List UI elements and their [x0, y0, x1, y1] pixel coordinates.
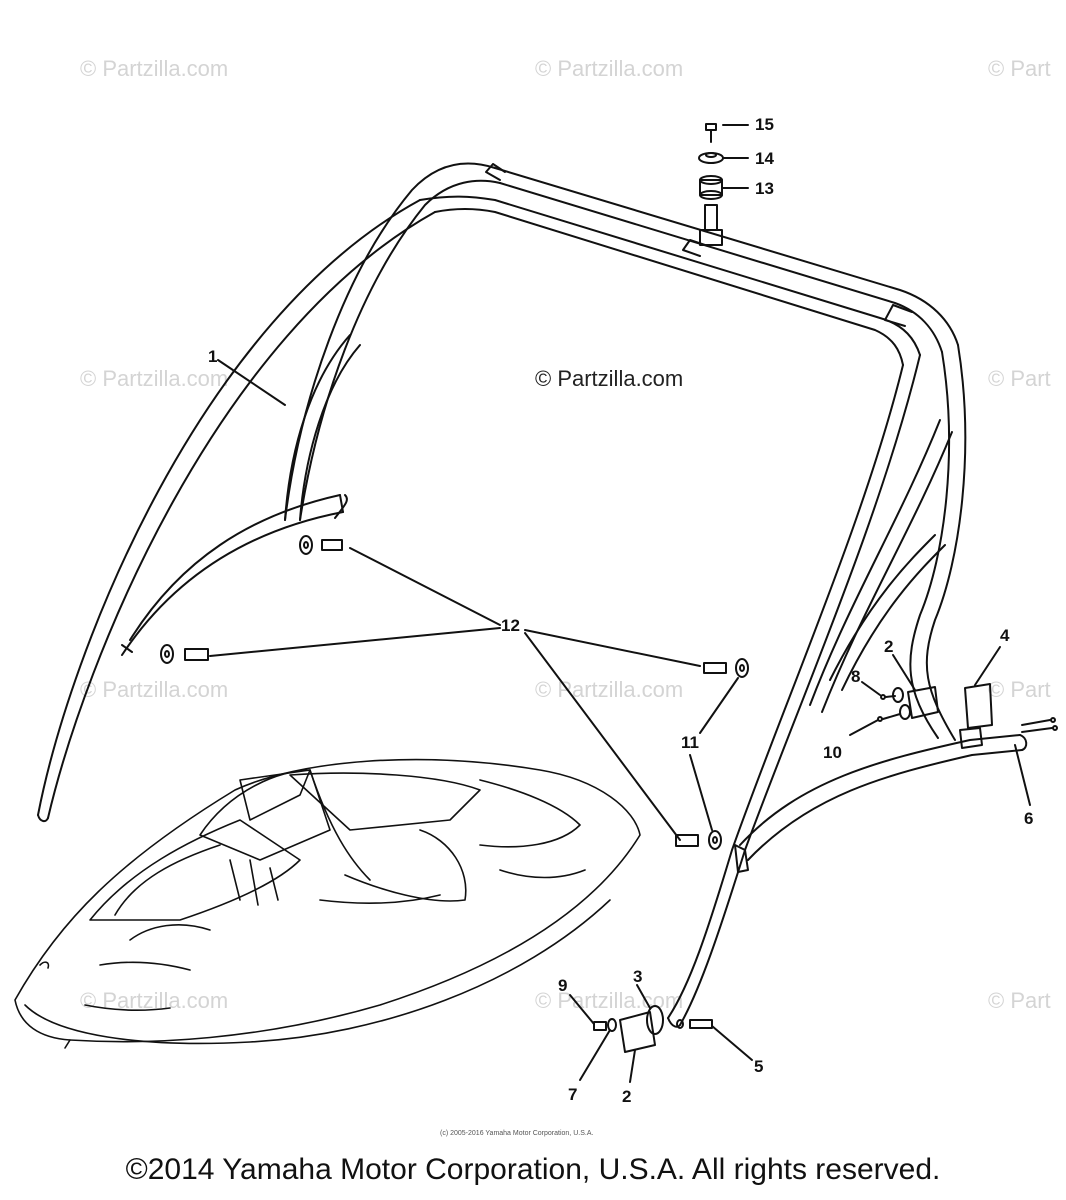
- lower-bracket: [569, 984, 753, 1083]
- right-bracket: [849, 646, 1058, 806]
- clip: [334, 494, 348, 519]
- callout-13: 13: [755, 179, 774, 198]
- callout-5: 5: [754, 1057, 764, 1076]
- callout-14: 14: [755, 149, 774, 168]
- watermark: © Part: [988, 56, 1051, 81]
- hardware-top: [698, 123, 749, 246]
- watermark: © Part: [988, 988, 1051, 1013]
- callout-2: 2: [622, 1087, 632, 1106]
- callout-1: 1: [208, 347, 218, 366]
- callout-6: 6: [1024, 809, 1034, 828]
- callout-11: 11: [681, 733, 699, 752]
- callout-4: 4: [1000, 626, 1010, 645]
- callout-12: 12: [501, 616, 520, 635]
- watermark: © Partzilla.com: [80, 366, 229, 391]
- watermark: © Partzilla.com: [535, 56, 684, 81]
- watermark: © Partzilla.com: [80, 677, 229, 702]
- boat-illustration: [14, 758, 641, 1049]
- callout-10: 10: [823, 743, 842, 762]
- leader-1: [217, 359, 286, 406]
- watermark: © Part: [988, 677, 1051, 702]
- watermark: © Partzilla.com: [535, 988, 684, 1013]
- callout-2: 2: [884, 637, 894, 656]
- watermark: © Partzilla.com: [80, 56, 229, 81]
- callout-15: 15: [755, 115, 774, 134]
- small-copyright-note: (c) 2005-2016 Yamaha Motor Corporation, …: [440, 1130, 594, 1137]
- watermark: © Partzilla.com: [535, 677, 684, 702]
- bolts-washers: [160, 535, 749, 850]
- callout-7: 7: [568, 1085, 578, 1104]
- callout-3: 3: [633, 967, 643, 986]
- watermark: © Part: [988, 366, 1051, 391]
- copyright-footer: ©2014 Yamaha Motor Corporation, U.S.A. A…: [125, 1153, 941, 1186]
- tower-frame: [37, 162, 1028, 1028]
- callout-9: 9: [558, 976, 568, 995]
- center-watermark: © Partzilla.com: [535, 366, 684, 391]
- bottom-edge-marks: [0, 1192, 1066, 1200]
- callout-8: 8: [851, 667, 861, 686]
